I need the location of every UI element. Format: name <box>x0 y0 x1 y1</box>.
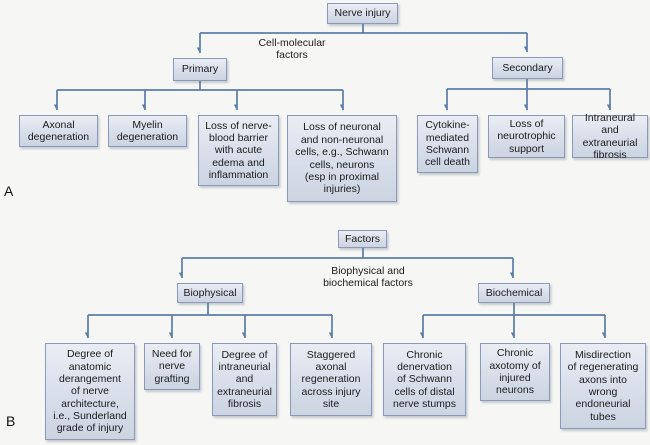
node-nerve-grafting-need: Need for nerve grafting <box>144 343 200 390</box>
node-myelin-degeneration: Myelin degeneration <box>108 115 187 147</box>
node-secondary: Secondary <box>492 57 563 79</box>
panel-a-label: A <box>4 183 14 199</box>
node-nerve-blood-barrier-loss: Loss of nerve- blood barrier with acute … <box>198 115 279 186</box>
node-intraneural-fibrosis: Intraneural and extraneurial fibrosis <box>572 112 648 161</box>
node-fibrosis-degree: Degree of intraneurial and extraneurial … <box>212 343 277 416</box>
node-factors: Factors <box>338 230 387 248</box>
node-biochemical: Biochemical <box>478 283 550 303</box>
annotation-biophysical-biochemical-factors: Biophysical and biochemical factors <box>323 265 413 290</box>
node-nerve-injury: Nerve injury <box>327 3 398 24</box>
node-cytokine-schwann-death: Cytokine- mediated Schwann cell death <box>417 115 478 173</box>
panel-b-label: B <box>6 413 16 429</box>
node-axonal-degeneration: Axonal degeneration <box>19 115 98 147</box>
node-staggered-regeneration: Staggered axonal regeneration across inj… <box>290 343 372 416</box>
node-primary: Primary <box>173 58 227 81</box>
node-anatomic-derangement: Degree of anatomic derangement of nerve … <box>45 343 135 440</box>
node-chronic-denervation: Chronic denervation of Schwann cells of … <box>383 343 466 416</box>
node-axon-misdirection: Misdirection of regenerating axons into … <box>560 343 646 429</box>
node-biophysical: Biophysical <box>177 283 243 303</box>
annotation-cell-molecular-factors: Cell-molecular factors <box>258 37 326 62</box>
node-neurotrophic-support-loss: Loss of neurotrophic support <box>488 115 565 158</box>
node-neuronal-cell-loss: Loss of neuronal and non-neuronal cells,… <box>287 115 397 202</box>
node-chronic-axotomy: Chronic axotomy of injured neurons <box>480 343 550 401</box>
